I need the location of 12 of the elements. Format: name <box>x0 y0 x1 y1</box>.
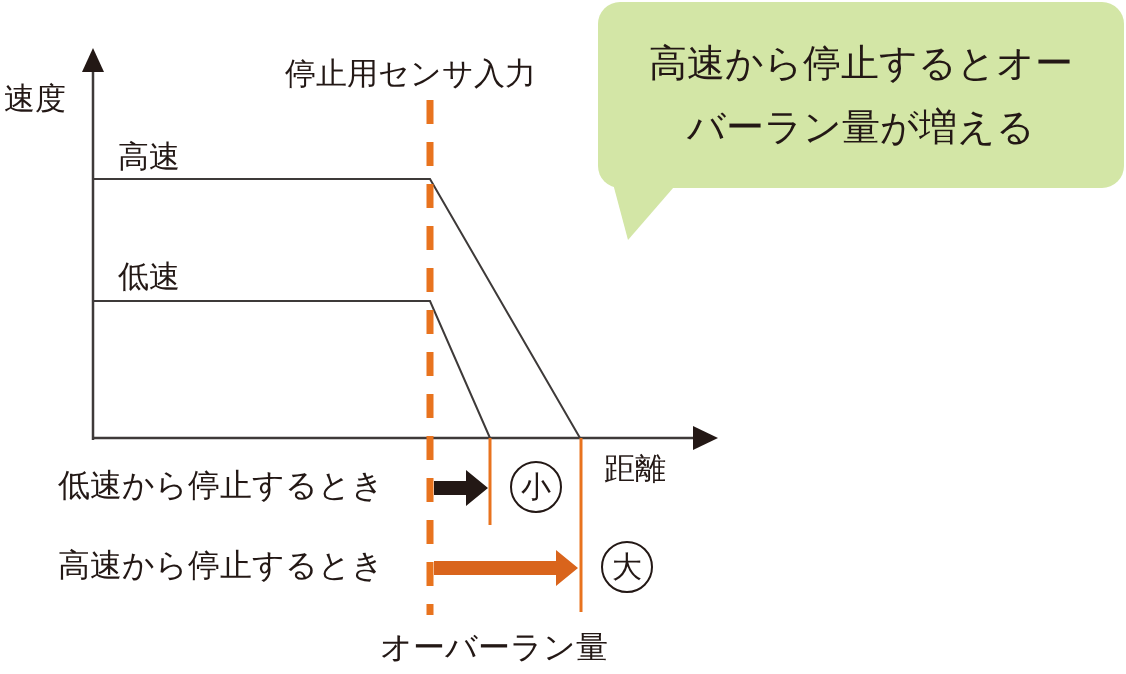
speech-bubble <box>598 2 1124 188</box>
axis-label: 停止用センサ入力 <box>285 55 536 93</box>
axis-label: 速度 <box>4 80 66 118</box>
axis-label: オーバーラン量 <box>380 628 608 667</box>
bubble-text: 高速から停止するとオーバーラン量が増える <box>648 40 1074 151</box>
axis-label: 高速から停止するとき <box>58 546 384 585</box>
axis-label: 距離 <box>604 450 666 488</box>
axis-label: 低速から停止するとき <box>58 466 384 505</box>
axis-label: 低速 <box>118 258 180 296</box>
circled-character: 大 <box>601 541 653 593</box>
axis-label: 高速 <box>118 138 180 176</box>
circled-character: 小 <box>510 461 562 513</box>
